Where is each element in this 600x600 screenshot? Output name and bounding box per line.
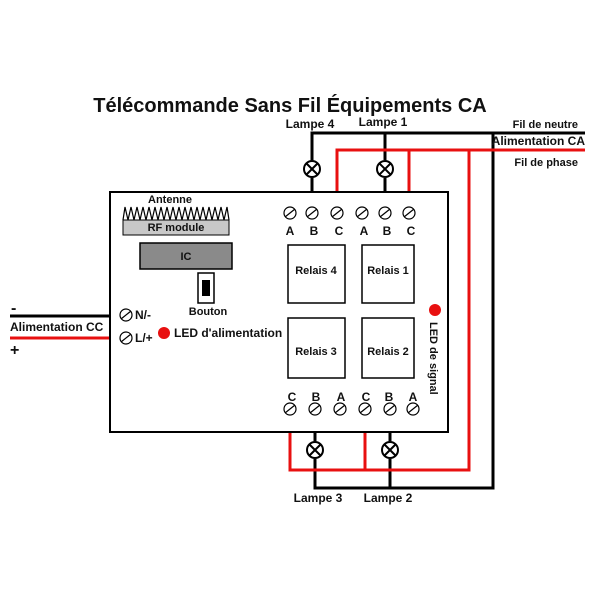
screw-terminal-icon xyxy=(383,402,397,416)
top-terminal-labels: A B C A B C xyxy=(286,224,416,238)
lamp-4-label: Lampe 4 xyxy=(286,117,335,131)
terminal-label: A xyxy=(409,390,418,404)
dc-supply-label: Alimentation CC xyxy=(10,320,104,334)
top-terminal-strip xyxy=(283,206,416,220)
rf-module-label: RF module xyxy=(148,222,205,234)
lamp-1-icon xyxy=(376,160,394,178)
neutral-wire xyxy=(310,131,585,490)
screw-terminal-icon xyxy=(406,402,420,416)
terminal-pos-label: L/+ xyxy=(135,331,153,345)
screw-terminal-icon xyxy=(305,206,319,220)
ic-label: IC xyxy=(181,251,192,263)
terminal-label: C xyxy=(335,224,344,238)
relay-4-label: Relais 4 xyxy=(295,265,337,277)
ic-chip xyxy=(139,242,233,270)
screw-terminal-icon xyxy=(333,402,347,416)
screw-terminal-icon xyxy=(402,206,416,220)
terminal-label: A xyxy=(286,224,295,238)
terminal-label: A xyxy=(360,224,369,238)
screw-terminal-icon xyxy=(283,402,297,416)
lamp-3-icon xyxy=(306,441,324,459)
terminal-label: B xyxy=(312,390,321,404)
signal-led-icon xyxy=(429,304,441,316)
terminal-label: C xyxy=(288,390,297,404)
terminal-label: B xyxy=(385,390,394,404)
terminal-label: B xyxy=(310,224,319,238)
relay-3-label: Relais 3 xyxy=(295,346,337,358)
neutral-wire-label: Fil de neutre xyxy=(513,119,578,131)
bottom-terminal-labels: C B A C B A xyxy=(288,390,418,404)
power-led-icon xyxy=(158,327,170,339)
dc-minus-sign: - xyxy=(11,300,16,317)
ac-supply-label: Alimentation CA xyxy=(492,134,586,148)
relay-1 xyxy=(361,244,415,304)
terminal-label: A xyxy=(337,390,346,404)
relay-3 xyxy=(287,317,346,379)
lamp-3-label: Lampe 3 xyxy=(294,491,343,505)
lamp-2-icon xyxy=(381,441,399,459)
bottom-terminal-strip xyxy=(283,402,420,416)
terminal-label: C xyxy=(407,224,416,238)
terminal-neg-label: N/- xyxy=(135,308,151,322)
lamp-1-label: Lampe 1 xyxy=(359,115,408,129)
dc-supply-wires xyxy=(10,314,125,340)
power-led-label: LED d'alimentation xyxy=(174,326,282,340)
relay-2 xyxy=(361,317,415,379)
button-label: Bouton xyxy=(189,306,228,318)
terminal-label: B xyxy=(383,224,392,238)
diagram-title: Télécommande Sans Fil Équipements CA xyxy=(93,94,486,117)
lamp-4-icon xyxy=(303,160,321,178)
lamp-2-label: Lampe 2 xyxy=(364,491,413,505)
terminal-neg-icon xyxy=(119,308,133,322)
signal-led-label: LED de signal xyxy=(427,322,439,395)
rf-module xyxy=(122,219,230,236)
screw-terminal-icon xyxy=(330,206,344,220)
screw-terminal-icon xyxy=(283,206,297,220)
screw-terminal-icon xyxy=(308,402,322,416)
terminal-pos-icon xyxy=(119,331,133,345)
relay-2-label: Relais 2 xyxy=(367,346,409,358)
screw-terminal-icon xyxy=(355,206,369,220)
screw-terminal-icon xyxy=(378,206,392,220)
dc-plus-sign: + xyxy=(10,342,19,359)
relay-4 xyxy=(287,244,346,304)
controller-board xyxy=(109,191,449,433)
relay-1-label: Relais 1 xyxy=(367,265,409,277)
push-button-icon xyxy=(197,272,215,304)
phase-wire-label: Fil de phase xyxy=(514,157,578,169)
screw-terminal-icon xyxy=(358,402,372,416)
terminal-label: C xyxy=(362,390,371,404)
antenna-label: Antenne xyxy=(148,194,192,206)
